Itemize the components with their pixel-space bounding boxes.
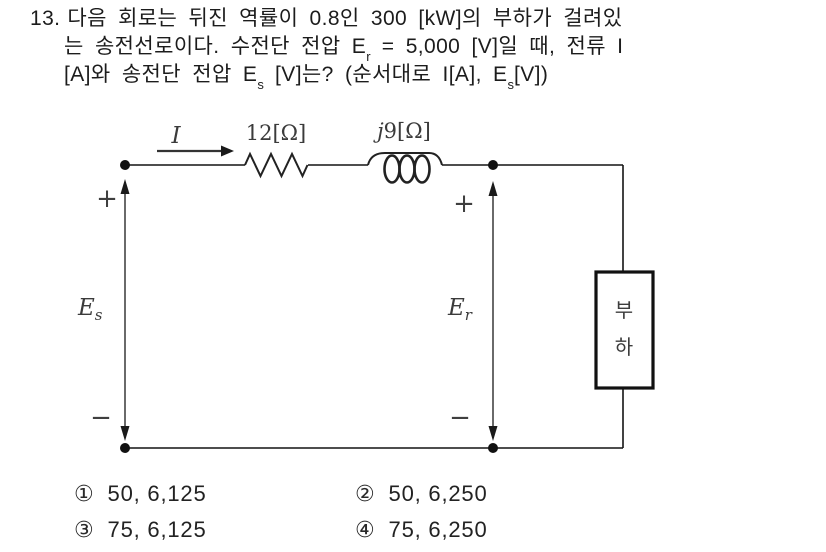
sending-arrow-head-top — [120, 179, 130, 194]
minus-sign-right: − — [449, 403, 471, 433]
current-arrow — [157, 145, 234, 157]
question-line3-seg2: [V]) — [513, 63, 549, 86]
option-1: ① 50, 6,125 — [74, 476, 355, 512]
inductor-loop-1 — [383, 154, 401, 184]
inductor-loop-2 — [398, 154, 416, 184]
inductor-symbol — [367, 152, 443, 184]
question-line-2: 는 송전선로이다. 수전단 전압 Er = 5,000 [V]일 때, 전류 I — [64, 33, 624, 65]
question-block: 13.다음 회로는 뒤진 역률이 0.8인 300 [kW]의 부하가 걸려있 … — [30, 5, 624, 93]
er-subscript: r — [366, 49, 371, 65]
option-3: ③ 75, 6,125 — [74, 512, 355, 548]
sending-arrow-head-bottom — [120, 426, 130, 441]
sending-voltage-sub: s — [95, 306, 103, 324]
es-subscript-2: s — [507, 77, 514, 93]
current-arrow-head — [221, 145, 234, 157]
load-box: 부 하 — [594, 270, 655, 390]
option-2-text: 50, 6,250 — [388, 481, 488, 506]
question-line2-seg1: = 5,000 [V]일 때, 전류 I — [370, 35, 624, 58]
inductor-arch — [367, 152, 443, 166]
minus-sign-left: − — [90, 403, 112, 433]
option-1-number: ① — [74, 481, 95, 506]
option-3-text: 75, 6,125 — [107, 517, 207, 542]
option-2-number: ② — [355, 481, 376, 506]
receiving-arrow-head-bottom — [488, 426, 498, 441]
resistor-symbol — [244, 151, 309, 179]
node-bottom-left — [120, 443, 130, 453]
es-subscript-1: s — [257, 77, 264, 93]
node-top-left — [120, 160, 130, 170]
plus-sign-right: + — [453, 189, 475, 219]
option-4-number: ④ — [355, 517, 376, 542]
question-number: 13. — [30, 7, 61, 30]
receiving-voltage-main: E — [447, 295, 465, 321]
question-line1-text: 다음 회로는 뒤진 역률이 0.8인 300 [kW]의 부하가 걸려있 — [67, 7, 623, 30]
question-line2-seg0: 는 송전선로이다. 수전단 전압 E — [64, 35, 367, 58]
option-2: ② 50, 6,250 — [355, 476, 487, 512]
receiving-arrow-head-top — [488, 181, 498, 196]
sending-voltage-main: E — [77, 295, 95, 321]
circuit-wires — [125, 164, 624, 449]
load-box-outline — [594, 270, 655, 390]
option-4-text: 75, 6,250 — [388, 517, 488, 542]
option-4: ④ 75, 6,250 — [355, 512, 487, 548]
sending-voltage-arrow — [120, 179, 130, 441]
question-line3-seg0: [A]와 송전단 전압 E — [64, 63, 258, 86]
receiving-voltage-label: Er — [447, 295, 473, 324]
resistor-label: 12[Ω] — [246, 121, 307, 145]
answer-options: ① 50, 6,125 ② 50, 6,250 ③ 75, 6,125 ④ 75… — [74, 476, 487, 548]
question-line3-seg1: [V]는? (순서대로 I[A], E — [263, 63, 508, 86]
load-label-char2: 하 — [615, 336, 633, 359]
current-label: I — [170, 123, 181, 149]
receiving-voltage-arrow — [488, 181, 498, 441]
node-top-right — [488, 160, 498, 170]
sending-voltage-label: Es — [77, 295, 103, 324]
load-label-char1: 부 — [615, 300, 633, 322]
node-bottom-right — [488, 443, 498, 453]
option-3-number: ③ — [74, 517, 95, 542]
plus-sign-left: + — [96, 184, 118, 214]
question-line-1: 13. 다음 회로는 뒤진 역률이 0.8인 300 [kW]의 부하가 걸려있 — [30, 5, 623, 33]
inductor-loop-3 — [413, 154, 431, 184]
receiving-voltage-sub: r — [465, 306, 473, 324]
option-1-text: 50, 6,125 — [107, 481, 207, 506]
inductor-label: j9[Ω] — [373, 119, 431, 143]
inductor-label-j: j — [373, 119, 384, 143]
question-line-3: [A]와 송전단 전압 Es [V]는? (순서대로 I[A], Es[V]) — [64, 61, 623, 93]
inductor-label-rest: 9[Ω] — [384, 119, 431, 143]
